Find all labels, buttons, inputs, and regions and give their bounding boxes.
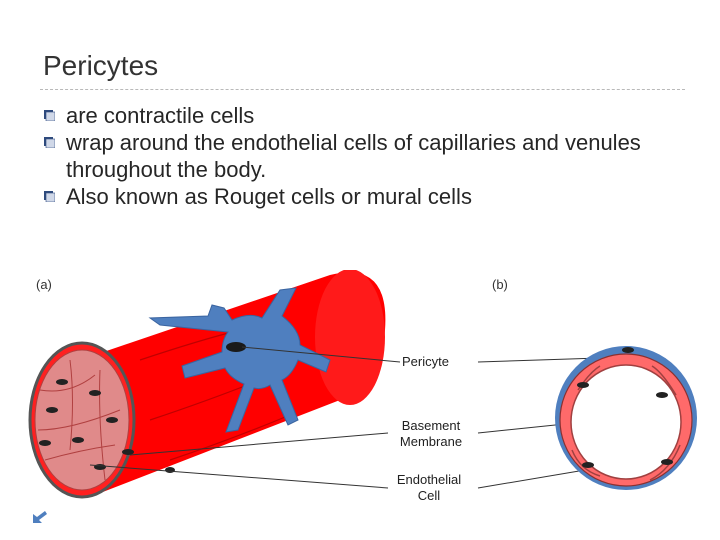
label-basement-line1: Basement — [401, 418, 461, 433]
bullet-text-3: Also known as Rouget cells or mural cell… — [66, 184, 472, 209]
capillary-lumen — [570, 364, 682, 480]
vessel-end-cap — [315, 270, 385, 405]
panel-a-label: (a) — [36, 277, 52, 292]
endothelial-lumen — [34, 349, 130, 491]
bullet-list: are contractile cells wrap around the en… — [44, 102, 694, 210]
title-divider — [40, 89, 685, 90]
label-pericyte: Pericyte — [402, 354, 449, 369]
panel-b-label: (b) — [492, 277, 508, 292]
label-basement-membrane: Basement Membrane — [388, 418, 474, 450]
pericyte-nucleus — [226, 342, 246, 352]
bullet-text-2: wrap around the endothelial cells of cap… — [66, 130, 641, 182]
vessel-tube — [80, 272, 386, 495]
bullet-item-3: Also known as Rouget cells or mural cell… — [44, 183, 694, 210]
checkbox-bullet-icon — [44, 110, 55, 121]
label-basement-line2: Membrane — [399, 434, 463, 449]
bullet-text-1: are contractile cells — [66, 103, 255, 128]
slide-corner-arrow-icon — [33, 511, 47, 523]
slide-title: Pericytes — [43, 50, 159, 81]
bullet-item-1: are contractile cells — [44, 102, 694, 129]
checkbox-bullet-icon — [44, 191, 55, 202]
vessel-illustration — [28, 270, 697, 499]
checkbox-bullet-icon — [44, 137, 55, 148]
label-endothelial-line1: Endothelial — [396, 472, 462, 487]
label-endothelial-cell: Endothelial Cell — [384, 472, 474, 504]
label-endothelial-line2: Cell — [417, 488, 441, 503]
bullet-item-2: wrap around the endothelial cells of cap… — [44, 129, 694, 183]
pericyte-cell — [148, 287, 331, 433]
